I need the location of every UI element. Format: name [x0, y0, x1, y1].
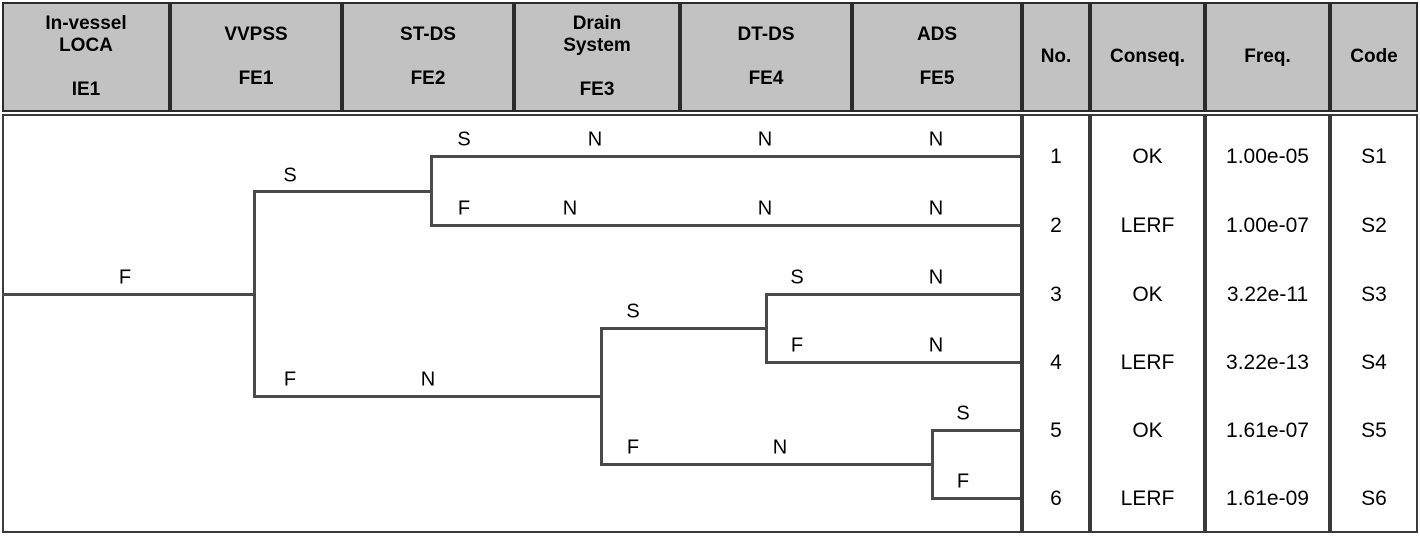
header-cell-code: FE4: [748, 68, 784, 89]
tree-segment-fe4-s-seq3: [765, 293, 1020, 296]
result-freq-row-5: 1.61e-07: [1226, 419, 1309, 442]
branch-label-fe4-s: S: [790, 266, 804, 289]
branch-label-fe3-f: F: [626, 436, 640, 459]
result-no-row-6: 6: [1050, 487, 1062, 510]
header-cell-title: ST-DS: [400, 24, 456, 46]
result-code-row-5: S5: [1361, 419, 1387, 442]
header-cell-title: In-vessel: [45, 13, 127, 35]
result-no-row-4: 4: [1050, 351, 1062, 374]
header-cell-title: ADS: [916, 24, 958, 46]
event-tree-area: [2, 114, 1022, 533]
header-cell-title: Freq.: [1244, 46, 1291, 68]
branch-label-fe4-n-seq2: N: [757, 197, 773, 220]
branch-label-fe1-s: S: [283, 164, 297, 187]
result-conseq-row-1: OK: [1132, 145, 1163, 168]
tree-segment-fe3-success: [600, 327, 765, 330]
header-cell-title-line2: System: [563, 35, 631, 57]
tree-segment-fe4-f-seq4: [765, 361, 1020, 364]
result-code-row-2: S2: [1361, 214, 1387, 237]
header-cell-code: Code: [1330, 2, 1418, 112]
branch-label-fe4-f: F: [790, 334, 804, 357]
results-column-conseq: OK LERF OK LERF OK LERF: [1090, 114, 1205, 533]
result-freq-row-6: 1.61e-09: [1226, 487, 1309, 510]
result-freq-row-1: 1.00e-05: [1226, 145, 1309, 168]
branch-label-fe5-s: S: [956, 402, 970, 425]
branch-label-fe3-n-seq2: N: [562, 197, 578, 220]
branch-label-fe1-f: F: [283, 368, 297, 391]
result-conseq-row-2: LERF: [1120, 214, 1175, 237]
branch-label-fe5-f: F: [956, 470, 970, 493]
result-code-row-4: S4: [1361, 351, 1387, 374]
tree-segment-fe2-f-seq2: [430, 224, 1020, 227]
tree-segment-fe5-split: [931, 429, 934, 497]
result-freq-row-4: 3.22e-13: [1226, 351, 1309, 374]
tree-segment-fe4-split: [765, 293, 768, 361]
result-freq-row-2: 1.00e-07: [1226, 214, 1309, 237]
result-no-row-5: 5: [1050, 419, 1062, 442]
header-cell-code: FE2: [410, 68, 446, 89]
header-cell-dt-ds: DT-DS FE4: [680, 2, 852, 112]
branch-label-fe4-n-seq1: N: [757, 128, 773, 151]
tree-segment-fe1-fail: [253, 395, 600, 398]
header-cell-title: Code: [1350, 46, 1398, 68]
header-cell-st-ds: ST-DS FE2: [342, 2, 514, 112]
branch-label-fe2-s: S: [457, 128, 471, 151]
tree-segment-fe3-split: [600, 327, 603, 463]
header-cell-conseq: Conseq.: [1090, 2, 1205, 112]
branch-label-fe4-n-seq56: N: [772, 436, 788, 459]
header-cell-title: DT-DS: [737, 24, 795, 46]
result-no-row-2: 2: [1050, 214, 1062, 237]
header-cell-no: No.: [1022, 2, 1090, 112]
tree-segment-fe1-split: [253, 190, 256, 395]
branch-label-ie1-f: F: [118, 266, 132, 289]
result-code-row-6: S6: [1361, 487, 1387, 510]
header-cell-freq: Freq.: [1205, 2, 1330, 112]
header-cell-vvpss: VVPSS FE1: [170, 2, 342, 112]
branch-label-fe5-n-seq3: N: [928, 266, 944, 289]
result-code-row-1: S1: [1361, 145, 1387, 168]
branch-label-fe5-n-seq4: N: [928, 334, 944, 357]
tree-segment-fe5-f-seq6: [931, 497, 1020, 500]
header-cell-title: No.: [1040, 46, 1072, 68]
header-cell-code: IE1: [71, 78, 101, 100]
header-cell-code: FE1: [238, 68, 274, 89]
tree-segment-fe5-s-seq5: [931, 429, 1020, 432]
tree-segment-fe1-success: [253, 190, 430, 193]
tree-segment-trunk-ie1: [2, 293, 253, 296]
header-cell-code: FE3: [579, 78, 615, 100]
result-no-row-3: 3: [1050, 283, 1062, 306]
results-column-no: 1 2 3 4 5 6: [1022, 114, 1090, 533]
header-cell-code: FE5: [919, 68, 955, 89]
result-conseq-row-4: LERF: [1120, 351, 1175, 374]
result-conseq-row-5: OK: [1132, 419, 1163, 442]
branch-label-fe3-n-seq1: N: [587, 128, 603, 151]
branch-label-fe3-s: S: [626, 300, 640, 323]
tree-segment-fe2-split: [430, 155, 433, 224]
header-cell-title: Drain: [572, 13, 622, 35]
header-cell-title-line2: LOCA: [59, 35, 113, 57]
branch-label-fe5-n-seq1: N: [928, 128, 944, 151]
result-code-row-3: S3: [1361, 283, 1387, 306]
result-conseq-row-6: LERF: [1120, 487, 1175, 510]
branch-label-fe2-f: F: [457, 197, 471, 220]
tree-segment-fe2-s-seq1: [430, 155, 1020, 158]
result-no-row-1: 1: [1050, 145, 1062, 168]
branch-label-fe2-n-seq34: N: [420, 368, 436, 391]
tree-segment-fe3-fail: [600, 463, 931, 466]
header-cell-title: Conseq.: [1110, 46, 1185, 68]
result-freq-row-3: 3.22e-11: [1226, 283, 1309, 306]
header-cell-title: VVPSS: [224, 24, 288, 46]
result-conseq-row-3: OK: [1132, 283, 1163, 306]
results-column-freq: 1.00e-05 1.00e-07 3.22e-11 3.22e-13 1.61e-07…: [1205, 114, 1330, 533]
header-cell-ads: ADS FE5: [852, 2, 1022, 112]
branch-label-fe5-n-seq2: N: [928, 197, 944, 220]
